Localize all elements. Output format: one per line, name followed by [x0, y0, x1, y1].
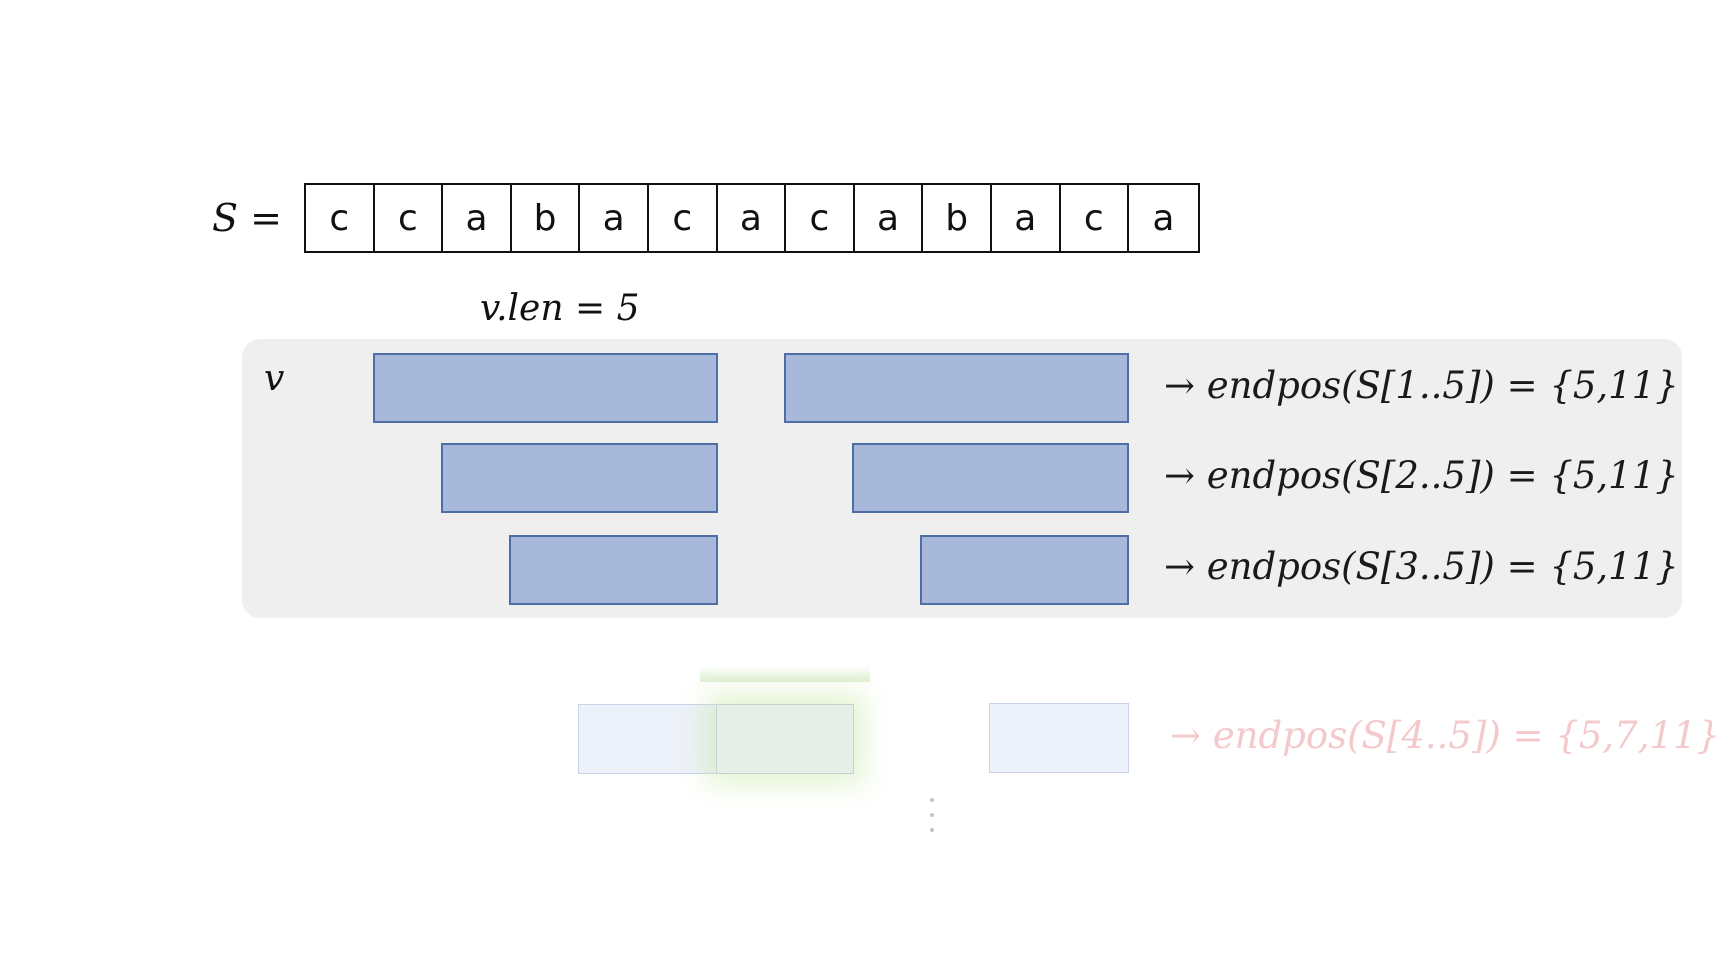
character-cell: a — [718, 185, 787, 251]
occurrence-bar — [578, 704, 718, 774]
occurrence-bar — [784, 353, 1129, 423]
string-equals: = — [250, 196, 282, 240]
occurrence-bar — [373, 353, 718, 423]
character-cell: b — [512, 185, 581, 251]
character-cell: c — [649, 185, 718, 251]
occurrence-bar — [441, 443, 718, 513]
character-cell: a — [992, 185, 1061, 251]
character-cell: a — [580, 185, 649, 251]
character-cell: c — [375, 185, 444, 251]
occurrence-bar — [509, 535, 718, 605]
character-cell: a — [443, 185, 512, 251]
character-cell: c — [786, 185, 855, 251]
occurrence-bar — [852, 443, 1129, 513]
ellipsis — [928, 798, 936, 832]
endpos-label: → endpos(S[3..5]) = {5,11} — [1164, 545, 1679, 588]
string-variable: S — [212, 196, 239, 240]
character-cell: c — [1061, 185, 1130, 251]
occurrence-bar — [989, 703, 1129, 773]
character-cell: c — [306, 185, 375, 251]
endpos-label: → endpos(S[2..5]) = {5,11} — [1164, 454, 1679, 497]
string-label: S = — [212, 196, 282, 240]
endpos-label: → endpos(S[4..5]) = {5,7,11} — [1170, 714, 1720, 757]
occurrence-bar — [920, 535, 1129, 605]
character-strip: c c a b a c a c a b a c a — [304, 183, 1200, 253]
character-cell: a — [855, 185, 924, 251]
character-cell: a — [1152, 197, 1175, 239]
occurrence-bar — [716, 704, 854, 774]
endpos-label: → endpos(S[1..5]) = {5,11} — [1164, 364, 1679, 407]
glow-line — [700, 666, 870, 682]
state-name: v — [264, 358, 285, 399]
vlen-label: v.len = 5 — [480, 288, 640, 329]
character-cell: b — [923, 185, 992, 251]
